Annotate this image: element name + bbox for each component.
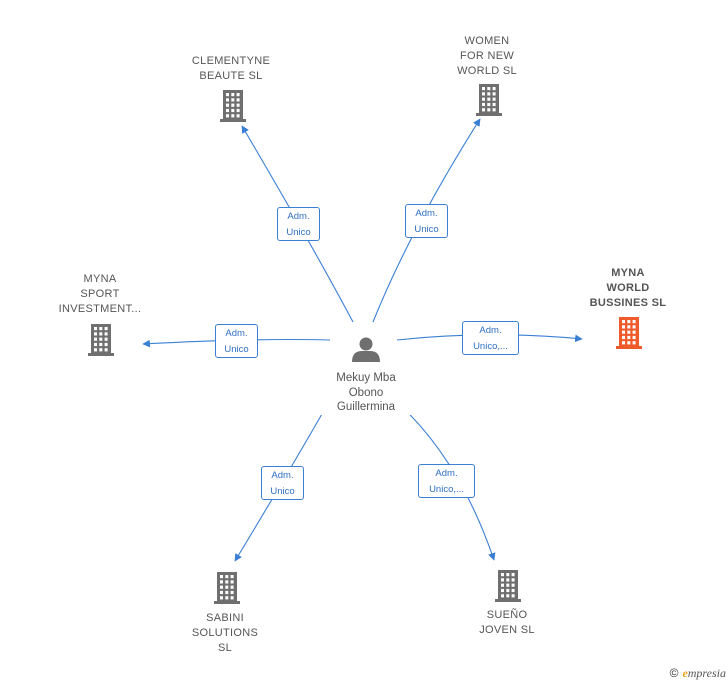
copyright-symbol: ©: [669, 666, 679, 680]
center-person-label[interactable]: Mekuy Mba Obono Guillermina: [316, 371, 416, 415]
brand-name: mpresia: [687, 666, 726, 680]
building-icon[interactable]: [214, 572, 240, 604]
person-name-line: Mekuy Mba: [316, 371, 416, 386]
company-name-line: MYNA: [611, 267, 645, 279]
icons: [88, 84, 642, 604]
relation-label-sabini[interactable]: Adm. Unico: [261, 466, 304, 500]
relation-label-line: Adm.: [287, 211, 310, 222]
relation-label-line: Adm.: [225, 328, 248, 339]
relation-label-line: Adm.: [415, 208, 438, 219]
company-name-line: BEAUTE SL: [199, 70, 263, 82]
person-name-line: Guillermina: [316, 400, 416, 415]
relation-label-line: Adm.: [271, 470, 294, 481]
relation-label-line: Unico: [270, 486, 295, 497]
relation-label-line: Unico,...: [473, 341, 508, 352]
company-name-line: WOMEN: [464, 35, 510, 47]
company-label-myna-sport[interactable]: MYNA SPORT INVESTMENT...: [40, 272, 160, 317]
company-name-line: BUSSINES SL: [589, 297, 667, 309]
company-label-sueno[interactable]: SUEÑO JOVEN SL: [447, 608, 567, 638]
company-name-line: SOLUTIONS: [191, 627, 259, 639]
company-name-line: WORLD SL: [457, 65, 517, 77]
company-name-line: JOVEN SL: [479, 624, 535, 636]
company-label-sabini[interactable]: SABINI SOLUTIONS SL: [165, 611, 285, 656]
relation-label-line: Adm.: [435, 468, 458, 479]
company-name-line: SPORT: [80, 288, 120, 300]
relation-label-line: Unico: [286, 227, 311, 238]
relation-label-clementyne[interactable]: Adm. Unico: [277, 207, 320, 241]
building-icon[interactable]: [616, 317, 642, 349]
building-icon[interactable]: [220, 90, 246, 122]
company-label-myna-world[interactable]: MYNA WORLD BUSSINES SL: [568, 266, 688, 311]
brand-watermark: ©empresia: [670, 666, 726, 681]
company-name-line: WORLD: [606, 282, 650, 294]
relation-label-line: Unico: [414, 224, 439, 235]
relation-label-line: Adm.: [479, 325, 502, 336]
building-icon[interactable]: [88, 324, 114, 356]
brand-initial: e: [682, 666, 688, 680]
relation-label-myna-sport[interactable]: Adm. Unico: [215, 324, 258, 358]
company-name-line: INVESTMENT...: [58, 303, 142, 315]
company-name-line: SABINI: [206, 612, 244, 624]
relation-label-myna-world[interactable]: Adm. Unico,...: [462, 321, 519, 355]
company-name-line: CLEMENTYNE: [191, 55, 271, 67]
company-name-line: MYNA: [83, 273, 117, 285]
person-icon[interactable]: [352, 337, 380, 363]
relation-label-sueno[interactable]: Adm. Unico,...: [418, 464, 475, 498]
company-name-line: SL: [217, 642, 233, 654]
company-name-line: FOR NEW: [459, 50, 515, 62]
building-icon[interactable]: [476, 84, 502, 116]
company-label-clementyne[interactable]: CLEMENTYNE BEAUTE SL: [171, 54, 291, 84]
company-name-line: SUEÑO: [486, 609, 528, 621]
relation-label-line: Unico: [224, 344, 249, 355]
building-icon[interactable]: [495, 570, 521, 602]
relation-label-line: Unico,...: [429, 484, 464, 495]
company-label-women[interactable]: WOMEN FOR NEW WORLD SL: [427, 34, 547, 79]
person-name-line: Obono: [316, 385, 416, 400]
relation-label-women[interactable]: Adm. Unico: [405, 204, 448, 238]
